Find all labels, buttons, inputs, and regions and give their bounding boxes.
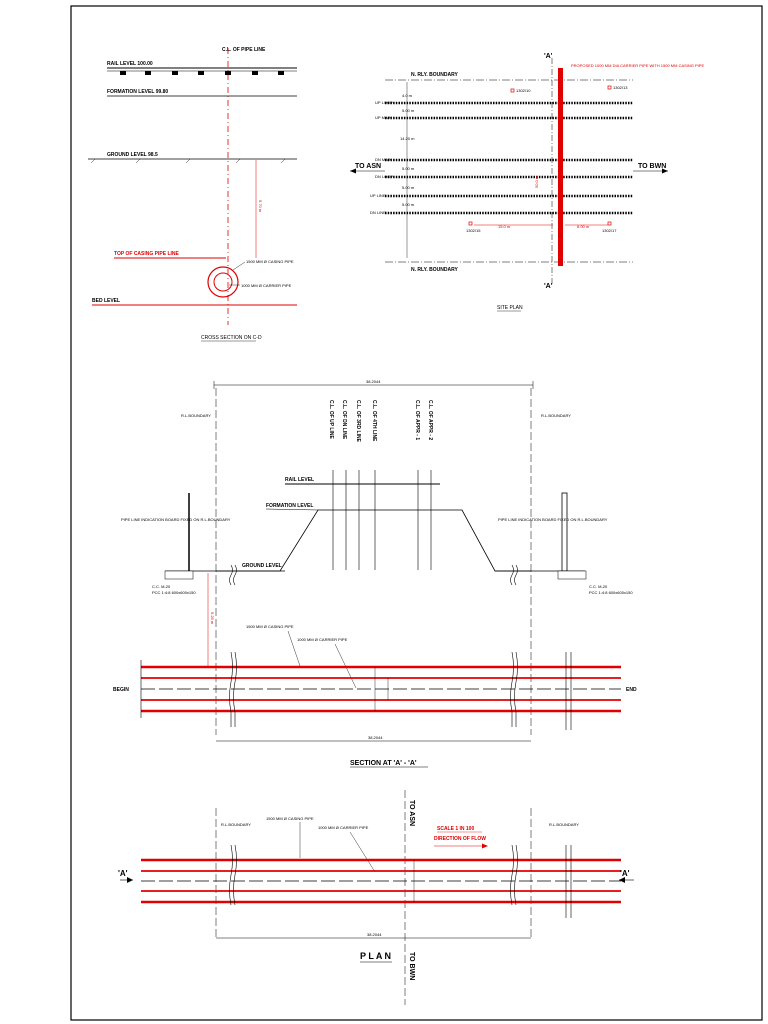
- sp-dim-red2: 6.00 m: [577, 224, 590, 229]
- sec-cl-label: C.L. OF APPR - 2: [427, 400, 433, 440]
- plan-rly-boundary-left: R.L.BOUNDARY: [221, 822, 251, 827]
- plan-carrier-note: 1000 MM Ø CARRIER PIPE: [318, 825, 369, 830]
- plan-mark-left: 'A': [118, 869, 128, 878]
- sec-cc-note-left: C.C. M-20: [152, 584, 171, 589]
- sec-cl-lines: [332, 470, 432, 570]
- sec-pipe-indication-right: PIPE LINE INDICATION BOARD FIXED ON R.L.…: [498, 517, 608, 522]
- cs-rail-level: RAIL LEVEL 100.00: [107, 61, 153, 67]
- sp-mark-bottom: 'A': [544, 283, 553, 290]
- sec-casing-note: 1500 MM Ø CASING PIPE: [246, 624, 294, 629]
- plan-casing-pipe: [141, 858, 621, 904]
- sec-ground-level: GROUND LEVEL: [242, 563, 282, 569]
- plan-view: R.L.BOUNDARY R.L.BOUNDARY 1500 MM Ø CASI…: [118, 790, 634, 1005]
- site-plan: 'A' 'A' PROPOSED 1000 MM DIA CARRIER PIP…: [350, 53, 704, 312]
- sp-boundary-top: N. RLY. BOUNDARY: [411, 72, 459, 78]
- cross-section-cd: C.L. OF PIPE LINE RAIL LEVEL 100.00 FORM…: [88, 47, 297, 342]
- cs-depth-dim: 5.70 m: [258, 200, 263, 213]
- sec-rail-level: RAIL LEVEL: [285, 477, 314, 483]
- sp-track-label: DN MAIN: [375, 157, 392, 162]
- section-aa: 38.2044 R.L.BOUNDARY R.L.BOUNDARY C.L. O…: [113, 379, 637, 768]
- sec-bottom-dim: 38.2044: [368, 735, 383, 740]
- sp-dim-v4: 5.00 m: [402, 202, 415, 207]
- sp-track-label: DN LOOP: [375, 174, 393, 179]
- cs-ground-hatch: [90, 158, 286, 164]
- sp-to-right: TO BWN: [638, 163, 666, 170]
- sec-overall-dim: 38.2044: [366, 379, 381, 384]
- sec-pcc-note-left: PCC 1:4:8 600x600x150: [152, 590, 196, 595]
- sp-to-left: TO ASN: [355, 163, 381, 170]
- sp-dim-v1: 5.00 m: [402, 108, 415, 113]
- cs-title: CROSS SECTION ON C-D: [201, 335, 262, 341]
- plan-flow: DIRECTION OF FLOW: [434, 836, 486, 842]
- sp-proposed-note: PROPOSED 1000 MM DIA CARRIER PIPE WITH 1…: [571, 63, 704, 68]
- cs-top-casing: TOP OF CASING PIPE LINE: [114, 251, 179, 257]
- plan-carrier-pipe: [141, 870, 621, 892]
- plan-casing-note: 1500 MM Ø CASING PIPE: [266, 816, 314, 821]
- sp-boundary-bottom: N. RLY. BOUNDARY: [411, 267, 459, 273]
- sec-begin: BEGIN: [113, 687, 129, 693]
- sec-carrier-pipe: [141, 677, 621, 701]
- sec-rly-boundary-left: R.L.BOUNDARY: [181, 413, 211, 418]
- cs-casing-note: 1500 MM Ø CASING PIPE: [246, 259, 294, 264]
- cs-formation-level: FORMATION LEVEL 99.80: [107, 89, 168, 95]
- sp-track-label: DN LINE: [370, 210, 386, 215]
- sp-proposed-pipe: [558, 68, 563, 266]
- sp-track-label: UP MAIN: [375, 115, 392, 120]
- sec-cl-label: C.L. OF 4TH LINE: [371, 400, 377, 442]
- sp-title: SITE PLAN: [497, 305, 523, 311]
- sp-km-top-left: 1302/10: [516, 88, 531, 93]
- plan-to-top: TO ASN: [408, 800, 415, 826]
- cs-sleepers: [120, 71, 284, 75]
- sp-mark-top: 'A': [544, 53, 553, 60]
- sec-depth: 5.25 m: [210, 612, 215, 625]
- sp-km-bottom-left: 1302/15: [466, 228, 481, 233]
- sp-km-top-right: 1302/13: [613, 85, 628, 90]
- sec-cl-label: C.L. OF UP LINE: [328, 400, 334, 439]
- sp-track-label: UP LINE: [370, 193, 386, 198]
- sp-dim-total: 14.20 m: [400, 136, 415, 141]
- cs-cl-label: C.L. OF PIPE LINE: [222, 47, 266, 53]
- plan-scale: SCALE 1 IN 100: [437, 826, 474, 832]
- sec-formation-level: FORMATION LEVEL: [266, 503, 313, 509]
- cs-carrier-pipe: [213, 272, 233, 292]
- sp-dim-v2: 5.00 m: [402, 166, 415, 171]
- sp-dim-center: 50.0 m: [534, 175, 539, 188]
- sec-pcc-note-right: PCC 1:4:8 600x600x150: [589, 590, 633, 595]
- sheet-border: [70, 5, 763, 1021]
- cs-ground-level: GROUND LEVEL 98.5: [107, 152, 158, 158]
- plan-dim: 38.2044: [367, 932, 382, 937]
- sec-cl-label: C.L. OF APPR - 1: [414, 400, 420, 440]
- sec-cl-label: C.L. OF 3RD LINE: [355, 400, 361, 443]
- sp-dim-v3: 5.00 m: [402, 185, 415, 190]
- sec-pipe-indication-left: PIPE LINE INDICATION BOARD FIXED ON R.L.…: [121, 517, 231, 522]
- sec-carrier-note: 1000 MM Ø CARRIER PIPE: [297, 637, 348, 642]
- sp-dim-top: 4.0 m: [402, 93, 413, 98]
- sec-casing-pipe: [141, 665, 621, 713]
- sp-tracks: [385, 101, 633, 215]
- sec-cc-note-right: C.C. M-20: [589, 584, 608, 589]
- sec-cl-label: C.L. OF DN LINE: [341, 400, 347, 440]
- cs-casing-pipe: [207, 266, 239, 298]
- plan-title: P L A N: [360, 951, 391, 961]
- cs-carrier-note: 1000 MM Ø CARRIER PIPE: [241, 283, 292, 288]
- sp-dim-red1: 15.0 m: [498, 224, 511, 229]
- sec-rly-boundary-right: R.L.BOUNDARY: [541, 413, 571, 418]
- plan-mark-right: 'A': [620, 869, 630, 878]
- plan-rly-boundary-right: R.L.BOUNDARY: [549, 822, 579, 827]
- sp-track-label: UP LOOP: [375, 100, 393, 105]
- sec-title: SECTION AT 'A' - 'A': [350, 760, 417, 767]
- cs-bed-level: BED LEVEL: [92, 298, 120, 304]
- plan-to-bottom: TO BWN: [408, 952, 415, 980]
- sp-km-bottom-right: 1302/17: [602, 228, 617, 233]
- sec-end: END: [626, 687, 637, 693]
